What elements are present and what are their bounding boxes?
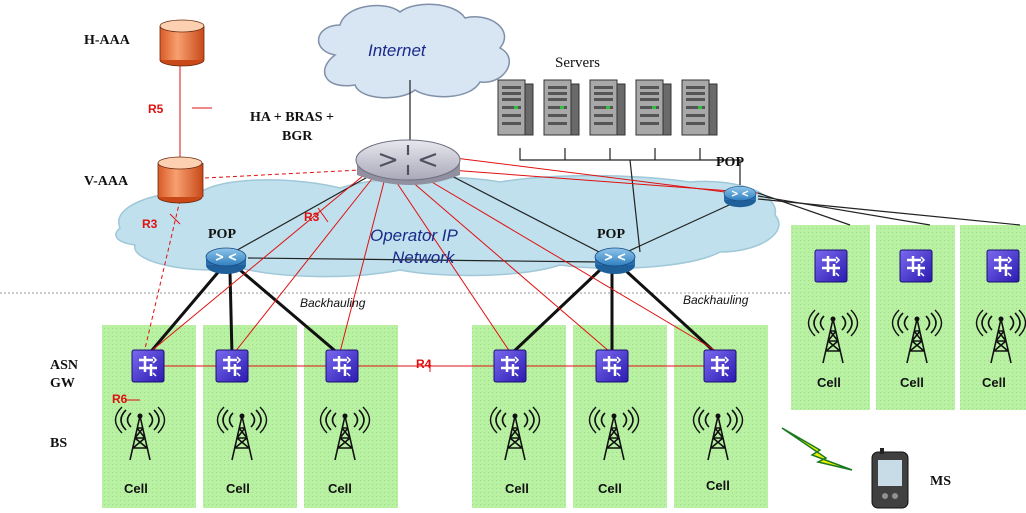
backhauling-right-label: Backhauling	[683, 293, 749, 307]
pop-router-left	[205, 247, 247, 275]
cell-label: Cell	[706, 478, 730, 493]
r5-label: R5	[148, 102, 164, 116]
server-icon	[589, 79, 626, 136]
cell-label: Cell	[982, 375, 1006, 390]
asn-gateway-icon	[324, 348, 360, 384]
operator-network-label-line2: Network	[392, 248, 456, 267]
asn-gateway-icon	[813, 248, 849, 284]
server-icon	[497, 79, 534, 136]
h-aaa-label: H-AAA	[84, 33, 131, 48]
cell-label: Cell	[328, 481, 352, 496]
servers-label: Servers	[555, 55, 600, 71]
bs-label: BS	[50, 436, 67, 451]
v-aaa-label: V-AAA	[84, 174, 129, 189]
cell-panels	[102, 225, 1026, 508]
asn-gateway-icon	[702, 348, 738, 384]
backhauling-left-label: Backhauling	[300, 296, 366, 310]
cell-label: Cell	[900, 375, 924, 390]
asn-gateway-icon	[898, 248, 934, 284]
pop-router-right	[723, 185, 757, 208]
server-icon	[635, 79, 672, 136]
server-links	[231, 80, 1021, 263]
internet-label: Internet	[368, 41, 427, 60]
asn-gateway-icon	[492, 348, 528, 384]
ha-bras-label-line1: HA + BRAS +	[250, 110, 334, 125]
asn-label-line2: GW	[50, 376, 75, 391]
server-icon	[543, 79, 580, 136]
ha-bras-label-line2: BGR	[282, 129, 313, 144]
r6-label: R6	[112, 392, 128, 406]
reference-links	[125, 62, 759, 401]
h-aaa-cylinder	[159, 19, 205, 67]
ms-label: MS	[930, 474, 951, 489]
cell-label: Cell	[124, 481, 148, 496]
wireless-link-icon	[781, 427, 853, 471]
asn-gateway-icon	[130, 348, 166, 384]
v-aaa-cylinder	[157, 156, 204, 204]
operator-network-label-line1: Operator IP	[370, 226, 459, 245]
cell-label: Cell	[598, 481, 622, 496]
server-icon	[681, 79, 718, 136]
r4-label: R4	[416, 357, 432, 371]
cell-label: Cell	[226, 481, 250, 496]
ha-bras-bgr-router	[355, 139, 461, 185]
pop-mid-label: POP	[597, 227, 625, 242]
pop-left-label: POP	[208, 227, 236, 242]
pop-right-label: POP	[716, 155, 744, 170]
r3-left-label: R3	[142, 217, 158, 231]
asn-label-line1: ASN	[50, 358, 78, 373]
internet-cloud	[317, 3, 510, 99]
pop-router-mid	[594, 247, 636, 275]
server-rack-group	[497, 79, 718, 136]
r3-mid-label: R3	[304, 210, 320, 224]
asn-gateway-icon	[985, 248, 1021, 284]
cell-label: Cell	[817, 375, 841, 390]
mobile-station-icon	[871, 448, 909, 509]
asn-gateway-icon	[594, 348, 630, 384]
asn-gateway-icon	[214, 348, 250, 384]
cell-label: Cell	[505, 481, 529, 496]
